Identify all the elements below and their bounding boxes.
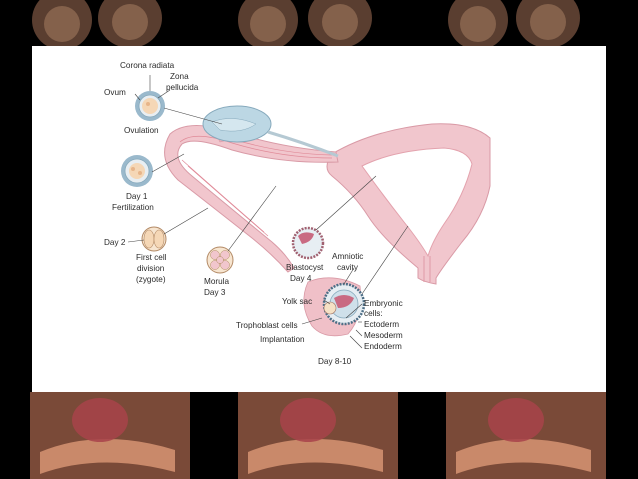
label-yolk-sac: Yolk sac bbox=[282, 297, 312, 306]
label-corona-radiata: Corona radiata bbox=[120, 61, 175, 70]
label-day3: Day 3 bbox=[204, 288, 226, 297]
label-cells: cells: bbox=[364, 309, 383, 318]
label-day4: Day 4 bbox=[290, 274, 312, 283]
label-trophoblast: Trophoblast cells bbox=[236, 321, 298, 330]
fertilized-ovum bbox=[121, 155, 153, 187]
blastocyst bbox=[291, 226, 325, 260]
zygote bbox=[141, 226, 167, 252]
implantation-diagram: Corona radiata Zona pellucida Ovum Ovula… bbox=[104, 61, 491, 366]
label-ovulation: Ovulation bbox=[124, 126, 159, 135]
label-blastocyst: Blastocyst bbox=[286, 263, 324, 272]
label-division: division bbox=[137, 264, 165, 273]
uterine-cavity bbox=[361, 147, 473, 258]
label-ovum: Ovum bbox=[104, 88, 126, 97]
background-top-strip bbox=[0, 0, 638, 46]
label-amniotic: Amniotic bbox=[332, 252, 363, 261]
background-bottom-figures bbox=[0, 392, 638, 479]
label-endoderm: Endoderm bbox=[364, 342, 402, 351]
label-zona: Zona bbox=[170, 72, 189, 81]
label-mesoderm: Mesoderm bbox=[364, 331, 403, 340]
implanted-embryo bbox=[303, 277, 366, 337]
diagram-panel: Corona radiata Zona pellucida Ovum Ovula… bbox=[32, 46, 606, 392]
background-bottom-strip bbox=[0, 392, 638, 479]
label-implantation: Implantation bbox=[260, 335, 305, 344]
label-fertilization: Fertilization bbox=[112, 203, 154, 212]
label-first-cell: First cell bbox=[136, 253, 167, 262]
label-ectoderm: Ectoderm bbox=[364, 320, 399, 329]
label-day1: Day 1 bbox=[126, 192, 148, 201]
label-zygote: (zygote) bbox=[136, 275, 166, 284]
label-cavity: cavity bbox=[337, 263, 359, 272]
morula bbox=[206, 246, 234, 274]
label-day8-10: Day 8-10 bbox=[318, 357, 352, 366]
label-morula: Morula bbox=[204, 277, 229, 286]
background-top-figures bbox=[0, 0, 638, 46]
label-day2: Day 2 bbox=[104, 238, 126, 247]
label-pellucida: pellucida bbox=[166, 83, 199, 92]
fallopian-tube bbox=[164, 124, 339, 273]
ovum bbox=[135, 91, 165, 121]
label-embryonic: Embryonic bbox=[364, 299, 403, 308]
leader-lines bbox=[127, 75, 409, 349]
